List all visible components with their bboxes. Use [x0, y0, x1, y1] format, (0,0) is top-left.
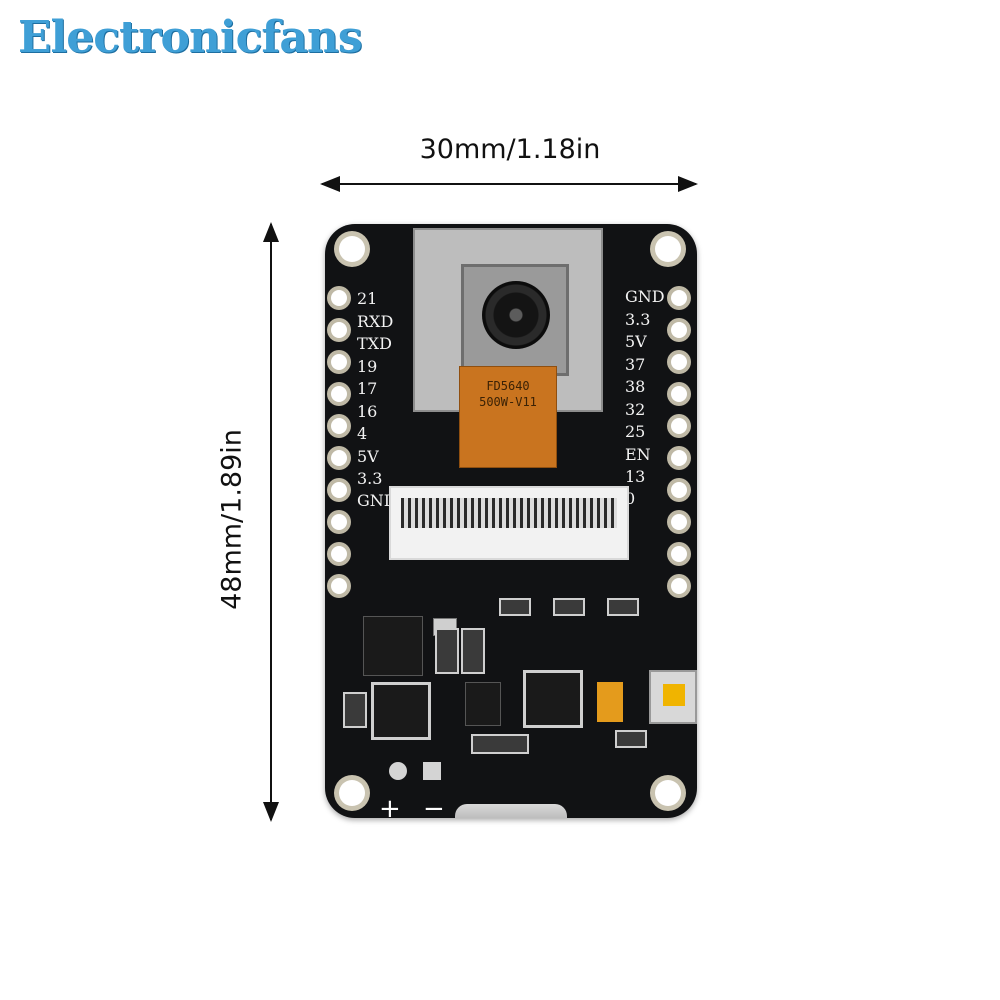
inductor: [523, 670, 583, 728]
camera-flex-cable: FD5640 500W-V11: [459, 366, 557, 468]
right-pin-label: 37: [625, 355, 646, 374]
right-pin: [671, 546, 687, 562]
esp32-camera-board: 21 RXD TXD 19 17 16 4 5V 3.3 GND GND 3.3…: [325, 224, 697, 818]
right-pin: [671, 514, 687, 530]
left-pin: [331, 354, 347, 370]
left-pin: [331, 322, 347, 338]
left-pin: [331, 290, 347, 306]
camera-label-version: 500W-V11: [479, 395, 537, 409]
right-pin-label: 5V: [625, 332, 647, 351]
left-pin-label: 3.3: [357, 469, 383, 488]
camera-label-model: FD5640: [486, 379, 530, 393]
right-pin: [671, 354, 687, 370]
width-dimension-arrow: [320, 176, 698, 192]
left-pin-label: 5V: [357, 447, 379, 466]
right-pin: [671, 578, 687, 594]
power-minus-label: −: [423, 794, 445, 818]
fpc-connector: [389, 486, 629, 560]
left-pin-label: 16: [357, 402, 378, 421]
height-dimension-label: 48mm/1.89in: [216, 429, 248, 610]
voltage-regulator: [465, 682, 501, 726]
left-pin-label: 21: [357, 289, 378, 308]
mount-hole-top-right: [655, 236, 681, 262]
left-pin: [331, 578, 347, 594]
smd-resistor: [461, 628, 485, 674]
right-pin: [671, 386, 687, 402]
right-pin: [671, 418, 687, 434]
smd-resistor: [607, 598, 639, 616]
left-pin-label: 4: [357, 424, 368, 443]
height-dimension-arrow: [263, 222, 279, 822]
fpc-contacts: [401, 498, 617, 528]
left-pin: [331, 482, 347, 498]
right-pin-label: GND: [625, 287, 665, 306]
right-pin-label: 32: [625, 400, 646, 419]
left-pin-label: 17: [357, 379, 378, 398]
mount-hole-bottom-left: [339, 780, 365, 806]
power-pad-minus: [423, 762, 441, 780]
right-pin-label: EN: [625, 445, 651, 464]
usb-c-connector: [455, 804, 567, 818]
left-pin: [331, 418, 347, 434]
smd-resistor: [343, 692, 367, 728]
left-pin-label: GND: [357, 491, 397, 510]
slide-switch: [649, 670, 697, 724]
left-pin-label: 19: [357, 357, 378, 376]
right-pin-label: 0: [625, 489, 636, 508]
regulator-inductor: [371, 682, 431, 740]
power-pad-plus: [389, 762, 407, 780]
power-plus-label: +: [379, 794, 401, 818]
left-pin: [331, 450, 347, 466]
right-pin: [671, 290, 687, 306]
left-pin-label: TXD: [357, 334, 392, 353]
left-pin: [331, 386, 347, 402]
camera-module: [461, 264, 569, 376]
mount-hole-bottom-right: [655, 780, 681, 806]
mount-hole-top-left: [339, 236, 365, 262]
right-pin-label: 13: [625, 467, 646, 486]
width-dimension-label: 30mm/1.18in: [419, 134, 601, 165]
smd-resistor: [553, 598, 585, 616]
switch-knob: [663, 684, 685, 706]
right-pin-label: 38: [625, 377, 646, 396]
smd-resistor: [499, 598, 531, 616]
smd-capacitor: [435, 628, 459, 674]
smd-resistor: [615, 730, 647, 748]
flash-chip: [363, 616, 423, 676]
left-pin: [331, 514, 347, 530]
right-pin: [671, 482, 687, 498]
right-pin: [671, 322, 687, 338]
smd-resistor-array: [471, 734, 529, 754]
tantalum-capacitor: [597, 682, 623, 722]
camera-lens: [482, 281, 550, 349]
right-pin: [671, 450, 687, 466]
left-pin: [331, 546, 347, 562]
brand-logo: Electronicfans: [18, 12, 363, 63]
left-pin-label: RXD: [357, 312, 394, 331]
right-pin-label: 25: [625, 422, 646, 441]
right-pin-label: 3.3: [625, 310, 651, 329]
